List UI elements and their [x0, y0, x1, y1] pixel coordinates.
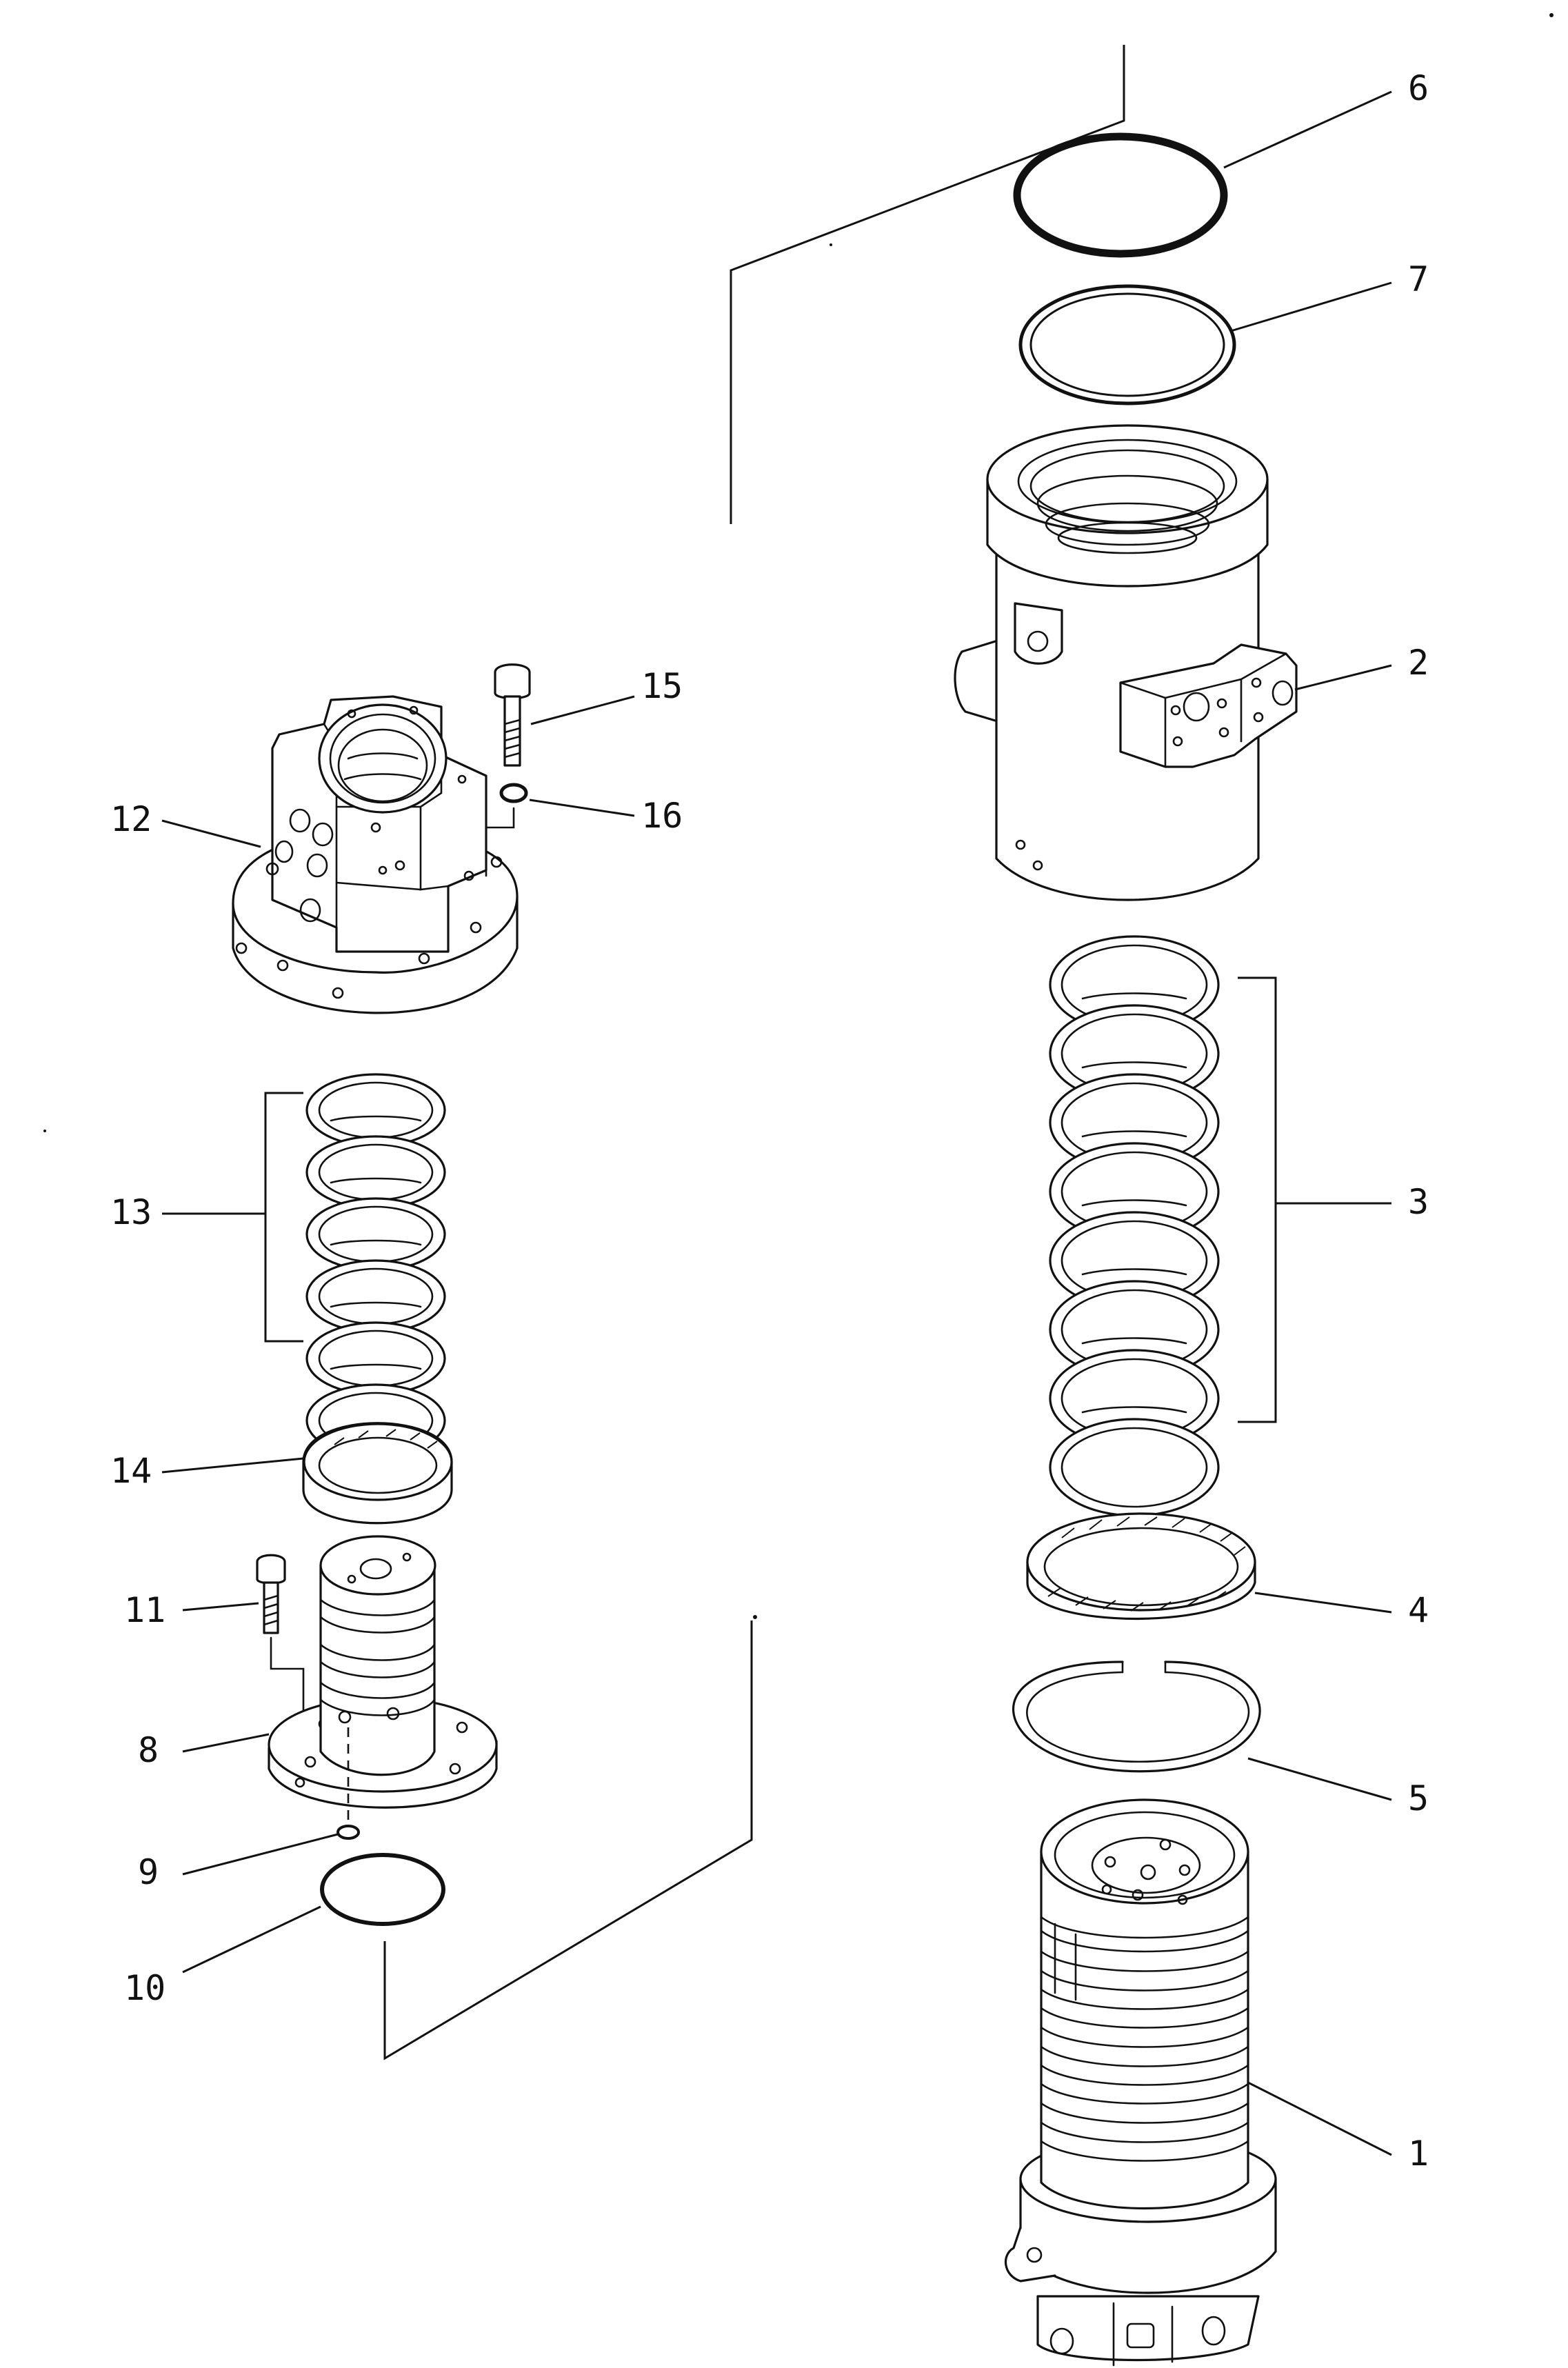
- callout-11: 11: [124, 1590, 165, 1630]
- callout-labels: 6 7 2 3 4 5 1 15 16 12 13 14 11 8 9 10: [110, 68, 1429, 2174]
- part-8-center-stem: [268, 1535, 498, 1820]
- assembly-guide-line-top: [730, 45, 1125, 524]
- callout-9: 9: [138, 1852, 159, 1892]
- seal-ring-13-2: [305, 1135, 446, 1210]
- callout-13: 13: [110, 1192, 152, 1232]
- part-16-spring-washer: [485, 783, 528, 877]
- part-4-thrust-ring: [1026, 1512, 1256, 1621]
- callout-7: 7: [1408, 259, 1429, 299]
- callout-leaders: [161, 90, 1392, 2156]
- callout-5: 5: [1408, 1778, 1429, 1818]
- part-10-o-ring: [320, 1853, 445, 1926]
- part-5-snap-ring: [1012, 1660, 1261, 1773]
- callout-15: 15: [641, 666, 683, 706]
- callout-8: 8: [138, 1730, 159, 1770]
- part-7-backup-ring: [1018, 284, 1236, 405]
- part-3-seal-ring-set: [1049, 935, 1277, 1517]
- part-14-thrust-ring: [302, 1422, 453, 1525]
- part-6-o-ring: [1013, 132, 1228, 258]
- part-12-swivel-cover: [232, 695, 519, 1014]
- callout-14: 14: [110, 1451, 152, 1491]
- callout-4: 4: [1408, 1590, 1429, 1630]
- part-9-small-o-ring: [336, 1825, 360, 1840]
- part-2-swivel-housing: [954, 424, 1298, 901]
- callout-3: 3: [1408, 1182, 1429, 1222]
- seal-ring-3-7: [1049, 1349, 1220, 1448]
- part-1-swivel-shaft: [1004, 1798, 1277, 2367]
- seal-ring-13-5: [305, 1321, 446, 1396]
- part-11-bolt: [256, 1554, 305, 1743]
- seal-ring-3-8: [1049, 1418, 1220, 1517]
- callout-12: 12: [110, 799, 152, 839]
- part-13-bracket: [264, 1092, 303, 1343]
- part-13-seal-ring-set: [264, 1073, 446, 1458]
- callout-10: 10: [124, 1968, 165, 2008]
- part-15-bolt: [494, 663, 531, 767]
- assembly-guide-line-bottom: [383, 1621, 753, 2060]
- callout-2: 2: [1408, 643, 1429, 683]
- callout-16: 16: [641, 796, 683, 836]
- part-3-bracket: [1238, 976, 1277, 1423]
- seal-ring-3-1: [1049, 935, 1220, 1034]
- scan-specks: [43, 13, 1554, 1619]
- callout-6: 6: [1408, 68, 1429, 108]
- callout-1: 1: [1408, 2134, 1429, 2174]
